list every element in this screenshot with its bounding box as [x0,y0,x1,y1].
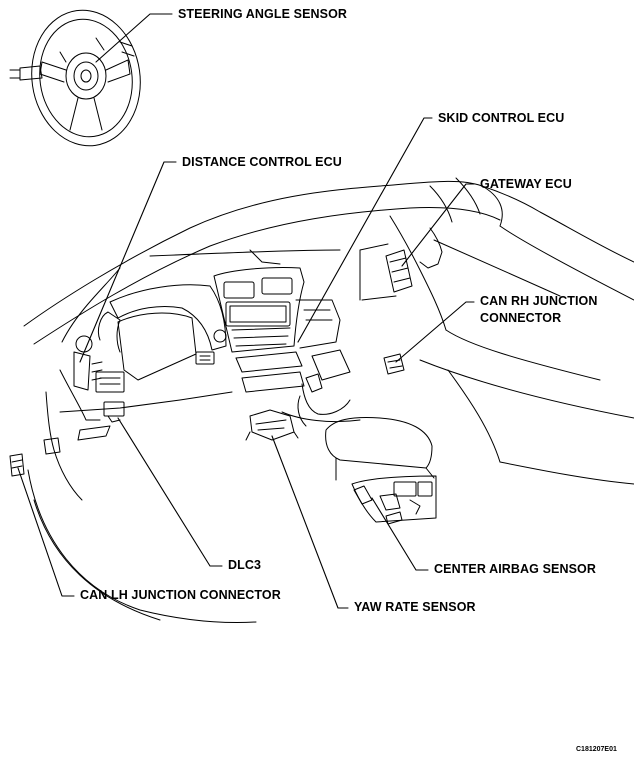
label-can-lh-junction-connector: CAN LH JUNCTION CONNECTOR [80,588,281,602]
floor-outline [27,369,634,623]
label-steering-angle-sensor: STEERING ANGLE SENSOR [178,7,348,21]
leader-airbag [371,497,429,571]
label-yaw-rate-sensor: YAW RATE SENSOR [354,600,476,614]
instrument-panel [43,284,233,501]
leader-gateway [401,183,475,267]
center-console [213,266,361,427]
label-gateway-ecu: GATEWAY ECU [480,177,572,191]
label-can-rh-junction-line2: CONNECTOR [480,311,562,325]
gateway-ecu-shape [359,243,413,301]
yaw-rate-sensor-shape [245,409,299,441]
label-center-airbag-sensor: CENTER AIRBAG SENSOR [434,562,596,576]
label-can-rh-junction-line1: CAN RH JUNCTION [480,294,598,308]
leader-lines [17,13,475,609]
armrest-console [325,417,437,525]
label-skid-control-ecu: SKID CONTROL ECU [438,111,565,125]
leader-steering [95,13,173,63]
leader-can-lh [17,467,75,597]
label-distance-control-ecu: DISTANCE CONTROL ECU [182,155,342,169]
can-lh-junction-connector-shape [9,453,25,477]
label-dlc3: DLC3 [228,558,262,572]
leader-yaw [271,435,349,609]
figure-code: C181207E01 [576,746,617,753]
leader-distance [79,161,177,363]
leader-dlc3 [117,417,223,567]
leader-skid [297,117,433,343]
steering-wheel-inset [9,9,141,147]
leader-can-rh [395,301,475,363]
